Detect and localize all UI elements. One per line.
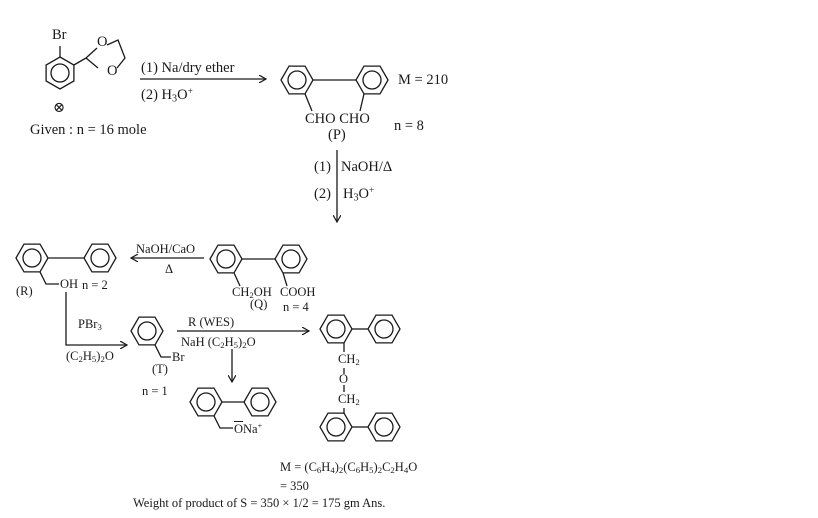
step2-reagent1: NaOH/Δ bbox=[341, 159, 393, 175]
start-symbol: ⊗ bbox=[53, 100, 66, 116]
step2-num2: (2) bbox=[314, 186, 331, 202]
P-groups: CHO CHO bbox=[305, 111, 370, 127]
S-ch2-bottom: CH2 bbox=[338, 392, 360, 408]
T-moles: n = 1 bbox=[142, 384, 168, 398]
Q-group1: CH2OH bbox=[232, 285, 272, 301]
T-group: Br bbox=[172, 350, 185, 364]
R-label: (R) bbox=[16, 284, 33, 298]
P-mass: M = 210 bbox=[398, 72, 449, 88]
R-moles: n = 2 bbox=[82, 278, 108, 292]
compound-S-structure bbox=[319, 314, 401, 442]
T-label: (T) bbox=[152, 362, 168, 376]
S-ch2-top: CH2 bbox=[338, 352, 360, 368]
P-label: (P) bbox=[328, 127, 346, 143]
given-moles: Given : n = 16 mole bbox=[30, 122, 147, 138]
compound-P-structure bbox=[280, 65, 389, 112]
step3-reagent-bottom: Δ bbox=[165, 262, 174, 276]
start-br-label: Br bbox=[52, 27, 67, 43]
step4-reagent-top: PBr3 bbox=[78, 317, 102, 333]
step3-reagent-top: NaOH/CaO bbox=[136, 242, 196, 256]
step5-reagent-bottom: NaH (C2H5)2O bbox=[181, 335, 256, 351]
step2-reagent2: H3O+ bbox=[343, 185, 375, 204]
calc-formula: M = (C6H4)2(C6H5)2C2H4O bbox=[280, 460, 418, 476]
Q-moles: n = 4 bbox=[283, 300, 309, 314]
arrow-step4 bbox=[65, 292, 127, 345]
step5-reagent-top: R (WES) bbox=[188, 315, 235, 329]
calc-mass: = 350 bbox=[280, 479, 309, 493]
step1-reagent2: (2) H3O+ bbox=[141, 86, 193, 105]
calc-answer: Weight of product of S = 350 × 1/2 = 175… bbox=[133, 496, 386, 510]
Q-label: (Q) bbox=[250, 297, 268, 311]
start-o2-label: O bbox=[107, 63, 118, 79]
start-o1-label: O bbox=[97, 34, 108, 50]
step1-reagent1: (1) Na/dry ether bbox=[141, 60, 235, 76]
compound-Q-structure bbox=[209, 244, 308, 287]
Q-group2: COOH bbox=[280, 285, 316, 299]
S-oxygen: O bbox=[339, 372, 349, 386]
P-moles: n = 8 bbox=[394, 118, 424, 134]
compound-T-structure bbox=[130, 316, 171, 358]
start-bromobenzene-ring bbox=[45, 39, 126, 90]
compound-R-structure bbox=[15, 243, 117, 285]
R-group: OH bbox=[60, 277, 79, 291]
step4-reagent-bottom: (C2H5)2O bbox=[66, 349, 114, 365]
alkoxide-group: ONa+ bbox=[234, 421, 263, 436]
step2-num1: (1) bbox=[314, 159, 331, 175]
alkoxide-structure bbox=[189, 387, 277, 429]
